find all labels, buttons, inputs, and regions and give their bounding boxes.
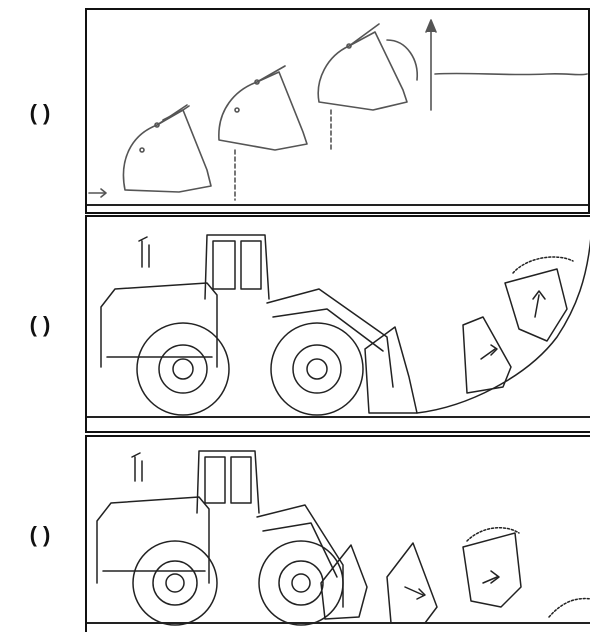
panel-loader-tilting xyxy=(85,435,590,632)
bucket-step-2-icon xyxy=(387,543,437,623)
loader-tilting-diagram xyxy=(87,437,590,632)
answer-blank-2[interactable]: ( ) xyxy=(0,310,80,340)
bucket-trajectory-diagram xyxy=(87,10,588,212)
wheel-loader-2-icon xyxy=(97,451,367,625)
bucket-1-icon xyxy=(123,105,211,192)
bucket-step-3-icon xyxy=(463,528,521,607)
bucket-in-pile-icon xyxy=(463,317,511,393)
bucket-2-icon xyxy=(219,66,307,200)
carry-line xyxy=(435,73,587,74)
loader-lifting-diagram xyxy=(87,217,590,431)
small-pile xyxy=(549,599,590,617)
answer-blank-3[interactable]: ( ) xyxy=(0,520,80,550)
panel-bucket-trajectory xyxy=(85,8,590,214)
wheel-loader-1-icon xyxy=(101,235,417,415)
panel-loader-lifting xyxy=(85,215,590,433)
answer-blank-1[interactable]: ( ) xyxy=(0,98,80,128)
bucket-3-icon xyxy=(318,24,417,150)
